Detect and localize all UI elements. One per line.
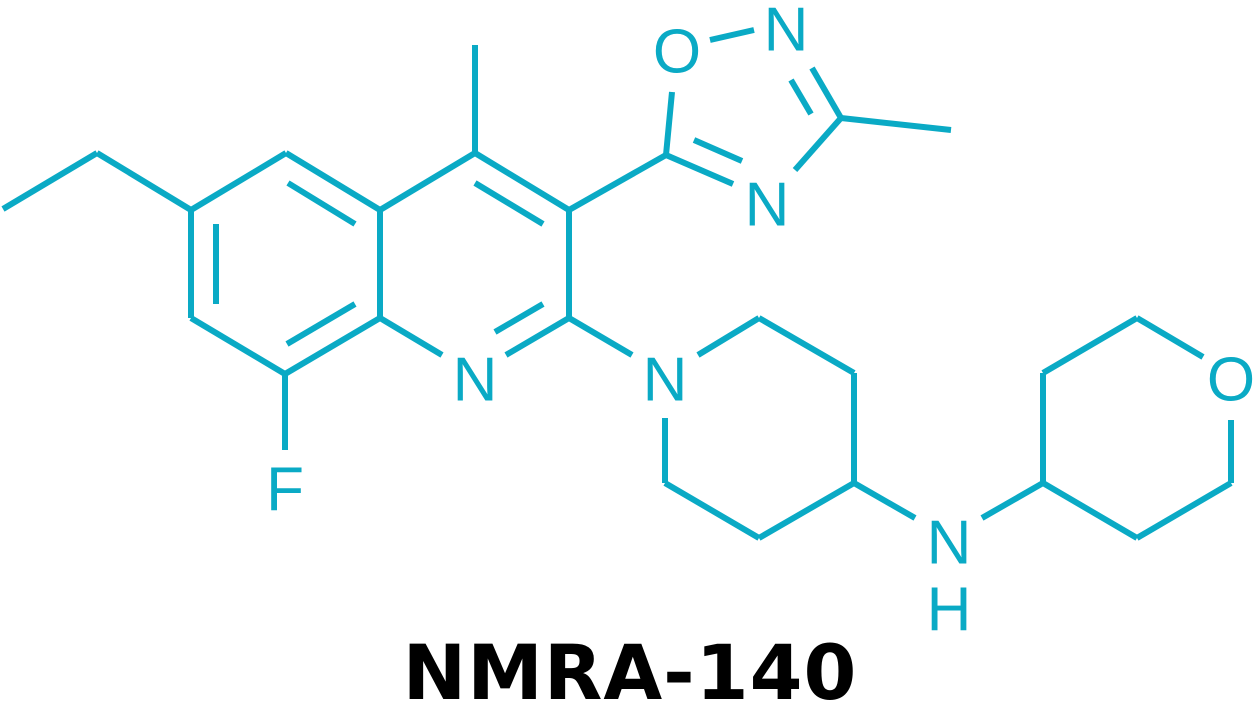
ring-bond-inner [788,78,814,116]
nh-c-bond [980,480,1045,521]
c2-n-bond [567,315,634,358]
ring-bond [664,152,735,187]
amine-hydrogen-label: H [927,576,972,645]
ring-bond-inner [285,301,357,347]
amine-nitrogen-label: N [927,509,972,578]
fluorine-label: F [266,456,304,525]
c3-oxadiazole-bond [567,152,668,213]
atom-labels: O N N N F N N H O [266,0,1255,645]
ring-bond-inner [493,301,545,335]
oxadiazole-oxygen-label: O [653,18,701,87]
ring-bond [378,150,477,213]
ring-bond [663,91,675,156]
ring-bond [504,315,571,358]
ring-bond [709,27,755,43]
c-nh-bond [852,480,917,521]
ring-bond [757,480,856,541]
compound-name: NMRA-140 [402,628,858,717]
piperidine-nitrogen-label: N [643,346,688,415]
ring-bond [1041,315,1139,376]
ring-bond [189,150,288,213]
ring-bond [1135,480,1233,541]
oxadiazole-nitrogen2-label: N [764,0,809,65]
bonds [1,27,1234,541]
ring-bond-inner [692,137,744,164]
quinoline-nitrogen-label: N [453,346,498,415]
ring-bond [1041,480,1139,541]
ring-bond [809,66,844,120]
ring-bond-inner [286,180,357,227]
ring-bond-inner [473,180,545,227]
ring-bond [189,315,287,377]
ring-bond [696,315,761,358]
ring-bond [473,150,571,213]
ring-bond [1135,315,1205,360]
ring-bond [283,315,382,377]
oxadiazole-nitrogen4-label: N [745,171,790,240]
ring-bond [284,150,382,213]
ring-bond [378,315,444,358]
oxane-oxygen-label: O [1207,346,1255,415]
methyl-bond [840,115,952,133]
ethyl-bond-2 [95,150,193,213]
ring-bond [792,116,844,172]
ring-bond [757,315,856,376]
ethyl-bond-1 [1,150,99,212]
ring-bond [663,480,761,541]
